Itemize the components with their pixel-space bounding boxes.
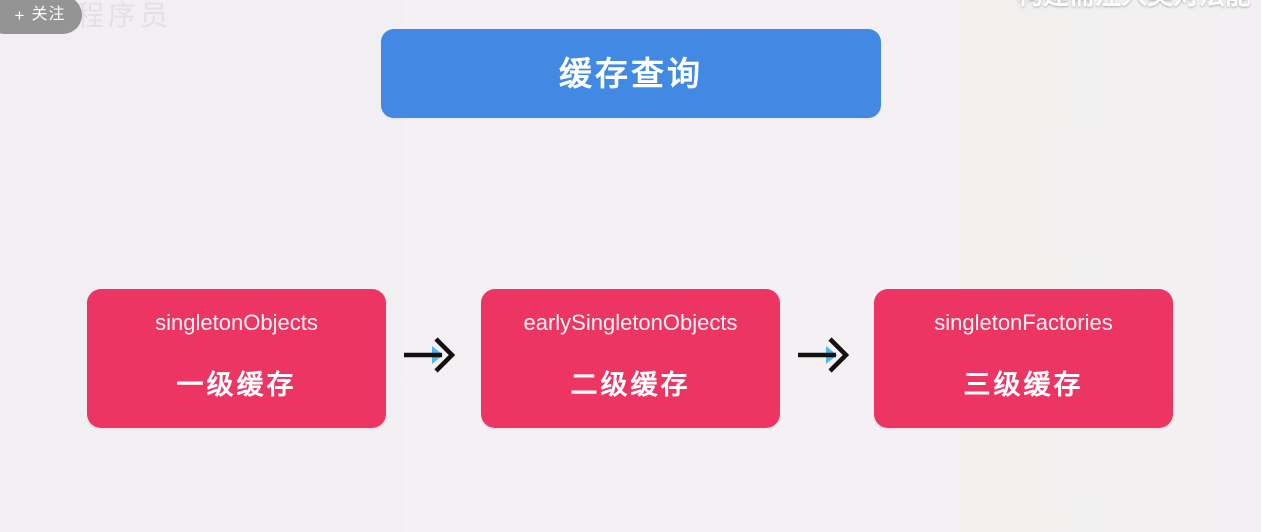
arrow-right-icon (404, 337, 456, 373)
cache-node-level-1: singletonObjects 一级缓存 (87, 289, 386, 428)
cache-node-name: singletonObjects (155, 310, 318, 335)
diagram-header-node: 缓存查询 (381, 29, 881, 118)
cache-node-level: 二级缓存 (570, 370, 691, 400)
diagram-header-label: 缓存查询 (559, 55, 703, 92)
cache-node-level: 三级缓存 (963, 370, 1084, 400)
follow-button[interactable]: + 关注 (0, 0, 82, 34)
channel-watermark: 程序员 (76, 0, 173, 31)
plus-icon: + (14, 5, 25, 25)
cache-node-name: earlySingletonObjects (523, 310, 738, 335)
cache-node-level-3: singletonFactories 三级缓存 (874, 289, 1173, 428)
follow-button-label: 关注 (31, 6, 66, 23)
cache-node-row: singletonObjects 一级缓存 earlySingletonObje… (0, 289, 1261, 429)
clipped-overlay-title: 构建需注入类对法能 (1017, 0, 1251, 10)
arrow-right-icon (798, 337, 850, 373)
cache-node-name: singletonFactories (934, 310, 1113, 335)
clipped-overlay-title-text: 构建需注入类对法能 (1017, 0, 1251, 10)
cache-node-level: 一级缓存 (176, 370, 297, 400)
cache-node-level-2: earlySingletonObjects 二级缓存 (481, 289, 780, 428)
